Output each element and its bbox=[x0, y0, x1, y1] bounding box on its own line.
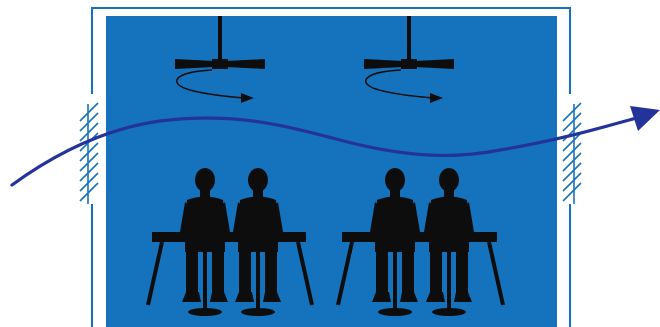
right-window-vent-icon bbox=[563, 103, 581, 204]
left-window-vent-icon bbox=[80, 103, 98, 204]
room-interior bbox=[106, 16, 557, 327]
